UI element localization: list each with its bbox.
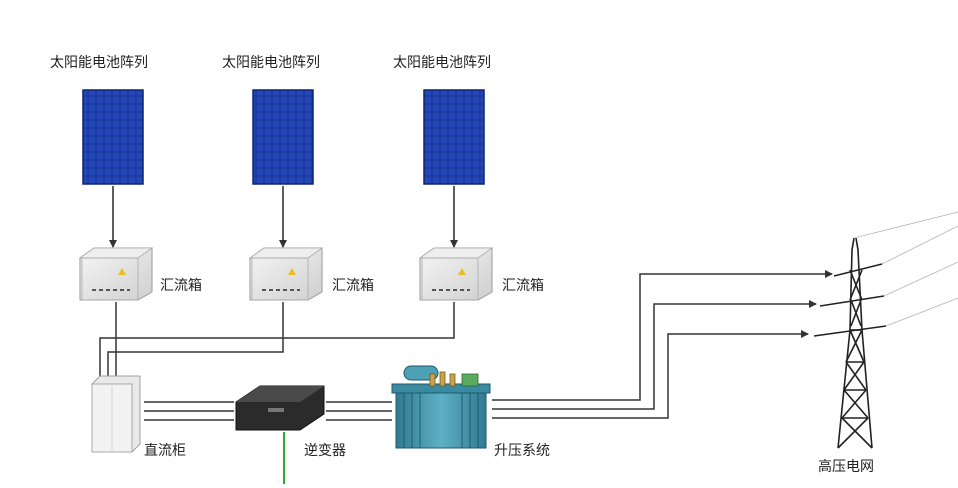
label-combiner-1: 汇流箱 bbox=[160, 278, 202, 294]
solar-panel-2 bbox=[252, 89, 314, 185]
transformer-grid-wires bbox=[492, 270, 833, 419]
solar-panel-1 bbox=[82, 89, 144, 185]
label-step-up: 升压系统 bbox=[494, 443, 550, 459]
step-up-transformer bbox=[391, 365, 491, 449]
solar-panel-3 bbox=[423, 89, 485, 185]
dc-cabinet bbox=[91, 375, 141, 453]
power-lines bbox=[853, 211, 958, 327]
combiner-box-1 bbox=[78, 247, 154, 301]
combiner-wires bbox=[99, 302, 455, 376]
label-solar-array-2: 太阳能电池阵列 bbox=[222, 55, 320, 71]
inverter-unit bbox=[235, 385, 325, 431]
label-combiner-3: 汇流箱 bbox=[502, 278, 544, 294]
cabinet-inverter-wires bbox=[144, 401, 234, 421]
combiner-box-2 bbox=[248, 247, 324, 301]
inverter-transformer-wires bbox=[326, 401, 392, 421]
label-solar-array-3: 太阳能电池阵列 bbox=[393, 55, 491, 71]
label-combiner-2: 汇流箱 bbox=[332, 278, 374, 294]
label-solar-array-1: 太阳能电池阵列 bbox=[50, 55, 148, 71]
label-grid: 高压电网 bbox=[818, 459, 874, 475]
combiner-box-3 bbox=[418, 247, 494, 301]
transmission-tower bbox=[813, 237, 887, 449]
label-inverter: 逆变器 bbox=[304, 443, 346, 459]
label-dc-cabinet: 直流柜 bbox=[144, 443, 186, 459]
